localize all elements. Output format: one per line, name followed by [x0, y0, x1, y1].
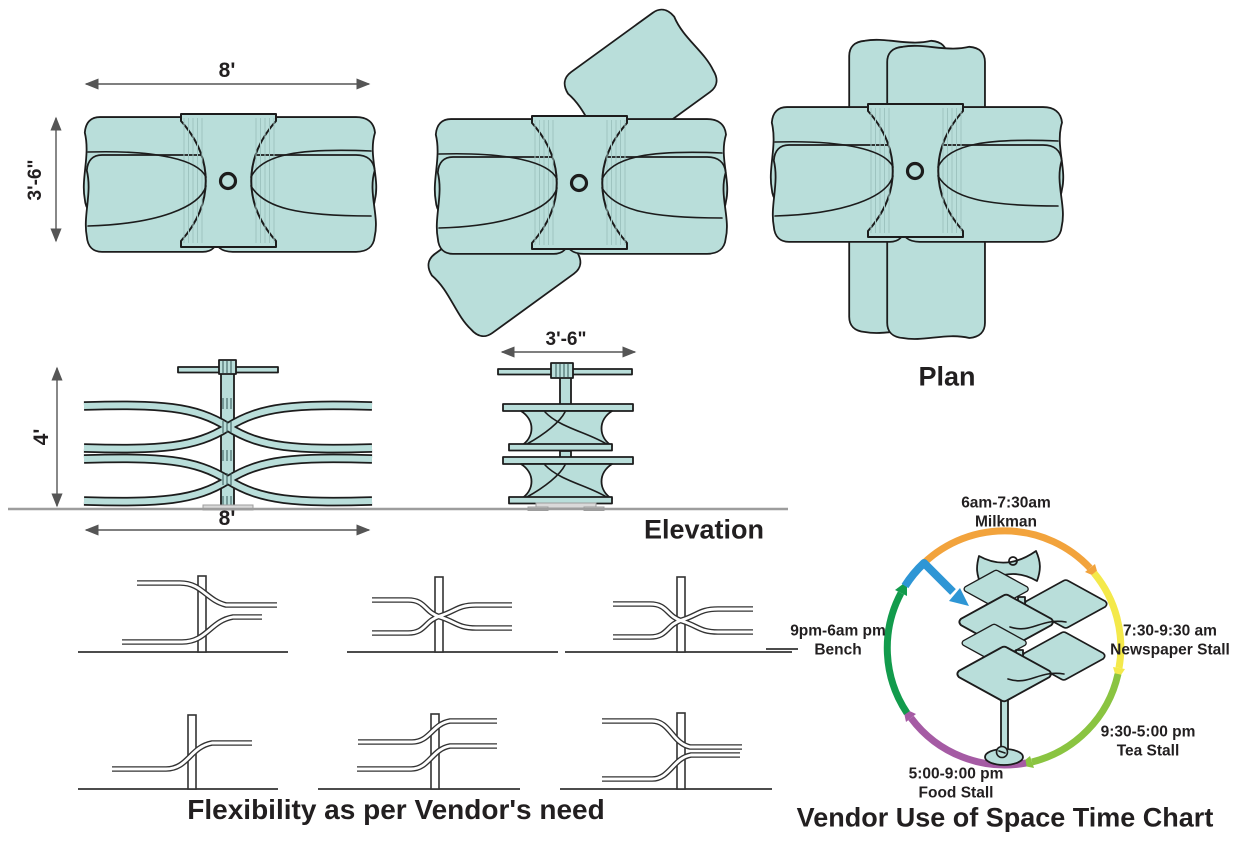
plan-view-rotated — [420, 2, 727, 344]
dim-plan-height: 3'-6" — [25, 159, 46, 201]
segment-label-milkman: 6am-7:30am Milkman — [936, 494, 1076, 533]
segment-time: 7:30-9:30 am — [1123, 622, 1217, 640]
segment-label-food: 5:00-9:00 pm Food Stall — [876, 765, 1036, 804]
time-chart-title: Vendor Use of Space Time Chart — [796, 802, 1214, 833]
flexibility-diagrams — [78, 575, 792, 790]
dimension-lines — [50, 78, 637, 536]
dim-plan-width: 8' — [218, 59, 236, 82]
segment-label-bench: 9pm-6am pm Bench — [773, 622, 903, 661]
plan-view-linear — [84, 114, 376, 252]
segment-time: 6am-7:30am — [961, 494, 1051, 512]
segment-time: 5:00-9:00 pm — [908, 765, 1004, 783]
segment-vendor: Newspaper Stall — [1110, 642, 1230, 659]
segment-vendor: Bench — [814, 642, 862, 659]
plan-caption: Plan — [918, 361, 976, 392]
isometric-kiosk — [956, 550, 1108, 766]
dim-elevation-side-width: 3'-6" — [545, 329, 587, 350]
dim-elevation-height: 4' — [30, 428, 53, 446]
flexibility-caption: Flexibility as per Vendor's need — [187, 794, 605, 825]
segment-time: 9:30-5:00 pm — [1100, 723, 1196, 741]
segment-vendor: Tea Stall — [1116, 743, 1180, 760]
segment-label-newspaper: 7:30-9:30 am Newspaper Stall — [1109, 622, 1231, 661]
segment-vendor: Milkman — [974, 514, 1037, 531]
elevation-side — [497, 362, 634, 511]
elevation-front — [83, 359, 373, 511]
dim-elevation-width: 8' — [218, 507, 236, 530]
segment-vendor: Food Stall — [918, 785, 994, 802]
elevation-caption: Elevation — [643, 514, 765, 545]
segment-label-tea: 9:30-5:00 pm Tea Stall — [1068, 723, 1228, 762]
now-pointer — [901, 559, 969, 606]
segment-time: 9pm-6am pm — [790, 622, 886, 640]
plan-view-cross — [771, 38, 1063, 340]
